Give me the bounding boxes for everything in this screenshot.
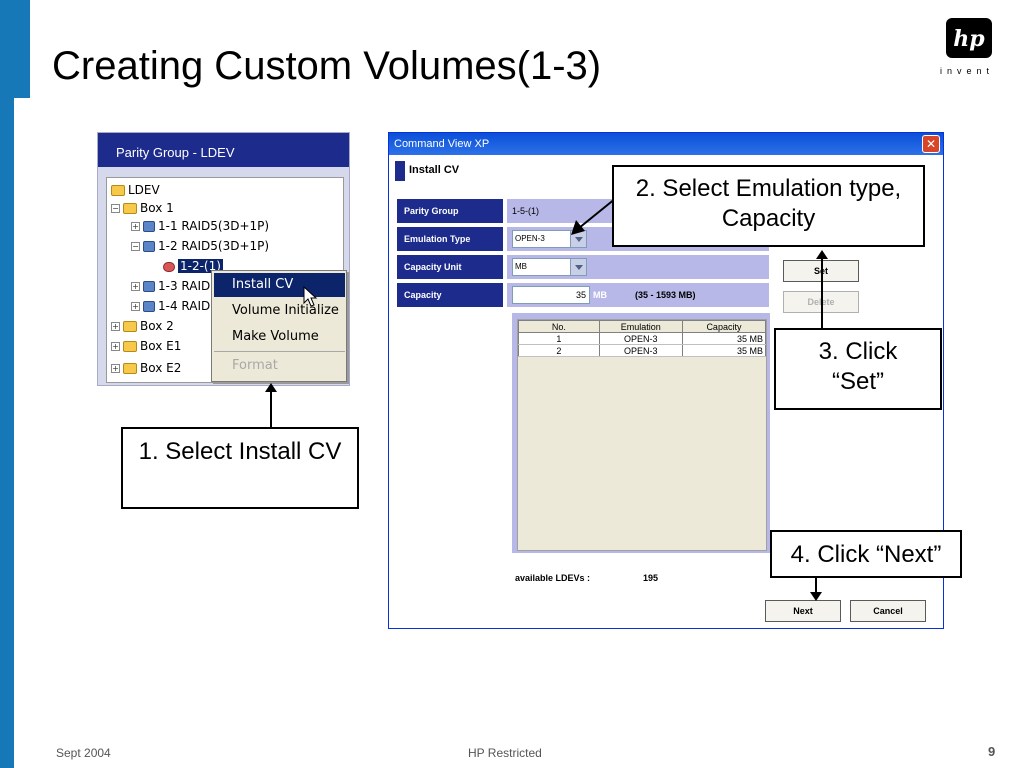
chevron-down-icon[interactable] [570, 231, 586, 247]
slide-title: Creating Custom Volumes(1-3) [52, 44, 602, 88]
folder-icon [123, 321, 137, 332]
capacity-unit-label: Capacity Unit [397, 255, 503, 279]
callout-step-4: 4. Click “Next” [770, 530, 962, 578]
table-row[interactable]: 1 OPEN-3 35 MB [518, 332, 767, 345]
emulation-type-label: Emulation Type [397, 227, 503, 251]
menu-item-install-cv[interactable]: Install CV [214, 273, 345, 297]
folder-icon [111, 185, 125, 196]
cancel-button[interactable]: Cancel [850, 600, 926, 622]
ldev-table-frame: No. Emulation Capacity 1 OPEN-3 35 MB [512, 313, 770, 553]
table-header-row: No. Emulation Capacity [518, 320, 767, 333]
dialog-title-bar: Command View XP [389, 133, 943, 155]
callout-step-2: 2. Select Emulation type, Capacity [612, 165, 925, 247]
hp-logo-icon: hp [946, 18, 992, 58]
mouse-pointer-icon [303, 286, 318, 307]
tree-item-ldev-1-2-1[interactable]: 1-2-(1) [163, 258, 223, 274]
cell-emulation: OPEN-3 [598, 332, 683, 345]
expand-icon[interactable]: + [131, 282, 140, 291]
callout-step-1: 1. Select Install CV [121, 427, 359, 509]
tree-item-ldev[interactable]: LDEV [111, 182, 160, 198]
footer-date: Sept 2004 [56, 746, 111, 760]
expand-icon[interactable]: + [111, 364, 120, 373]
cell-capacity: 35 MB [681, 332, 767, 345]
capacity-range: (35 - 1593 MB) [635, 290, 696, 300]
ldev-icon [163, 261, 175, 272]
tree-item-raid-1-2[interactable]: −1-2 RAID5(3D+1P) [131, 239, 270, 253]
capacity-unit-select[interactable]: MB [512, 258, 587, 276]
tree-item-box-2[interactable]: +Box 2 [111, 319, 174, 333]
menu-item-volume-initialize[interactable]: Volume Initialize [232, 303, 339, 318]
dialog-heading: Install CV [409, 164, 460, 176]
callout-3-arrow [821, 256, 823, 329]
column-header-no[interactable]: No. [518, 320, 600, 333]
capacity-input[interactable]: 35 [512, 286, 590, 304]
ldev-table: No. Emulation Capacity 1 OPEN-3 35 MB [518, 320, 767, 357]
folder-icon [123, 203, 137, 214]
tree-item-raid-1-3[interactable]: +1-3 RAID [131, 279, 211, 293]
column-header-capacity[interactable]: Capacity [681, 320, 767, 333]
tree-item-raid-1-1[interactable]: +1-1 RAID5(3D+1P) [131, 219, 270, 233]
capacity-label: Capacity [397, 283, 503, 307]
next-button[interactable]: Next [765, 600, 841, 622]
footer-classification: HP Restricted [468, 746, 542, 760]
menu-separator [214, 351, 345, 352]
cell-capacity: 35 MB [681, 344, 767, 357]
page-number: 9 [988, 744, 996, 759]
table-row[interactable]: 2 OPEN-3 35 MB [518, 344, 767, 357]
callout-4-arrow [815, 578, 817, 594]
left-accent-bar-top [0, 0, 30, 98]
chevron-down-icon[interactable] [570, 259, 586, 275]
callout-1-arrow [270, 390, 272, 428]
arrow-head-icon [265, 383, 277, 392]
available-ldevs-value: 195 [643, 573, 659, 583]
tree-item-box-e1[interactable]: +Box E1 [111, 339, 182, 353]
cell-no: 1 [518, 332, 600, 345]
arrow-head-icon [810, 592, 822, 601]
ldev-table-container: No. Emulation Capacity 1 OPEN-3 35 MB [517, 319, 767, 551]
expand-icon[interactable]: + [111, 342, 120, 351]
tree-item-box-e2[interactable]: +Box E2 [111, 361, 182, 375]
folder-icon [123, 341, 137, 352]
tree-item-box-1[interactable]: −Box 1 [111, 201, 174, 215]
heading-marker [395, 161, 405, 181]
collapse-icon[interactable]: − [111, 204, 120, 213]
menu-item-make-volume[interactable]: Make Volume [232, 329, 319, 344]
close-icon[interactable]: ✕ [922, 135, 940, 153]
hp-logo-tagline: invent [940, 66, 995, 76]
disk-icon [143, 241, 155, 252]
tree-panel-header: Parity Group - LDEV [98, 133, 349, 167]
column-header-emulation[interactable]: Emulation [598, 320, 683, 333]
collapse-icon[interactable]: − [131, 242, 140, 251]
expand-icon[interactable]: + [131, 302, 140, 311]
arrow-head-icon [816, 250, 828, 259]
emulation-type-select[interactable]: OPEN-3 [512, 230, 587, 248]
left-accent-bar [0, 0, 14, 768]
tree-item-raid-1-4[interactable]: +1-4 RAID [131, 299, 211, 313]
cell-no: 2 [518, 344, 600, 357]
cell-emulation: OPEN-3 [598, 344, 683, 357]
callout-step-3: 3. Click “Set” [774, 328, 942, 410]
available-ldevs-label: available LDEVs : [515, 573, 591, 583]
capacity-unit-suffix: MB [593, 290, 607, 300]
context-menu: Install CV Volume Initialize Make Volume… [211, 270, 347, 382]
disk-icon [143, 301, 155, 312]
disk-icon [143, 221, 155, 232]
expand-icon[interactable]: + [131, 222, 140, 231]
hp-logo-mark: hp [953, 26, 985, 52]
expand-icon[interactable]: + [111, 322, 120, 331]
menu-item-format: Format [232, 358, 278, 373]
parity-group-label: Parity Group [397, 199, 503, 223]
folder-icon [123, 363, 137, 374]
disk-icon [143, 281, 155, 292]
